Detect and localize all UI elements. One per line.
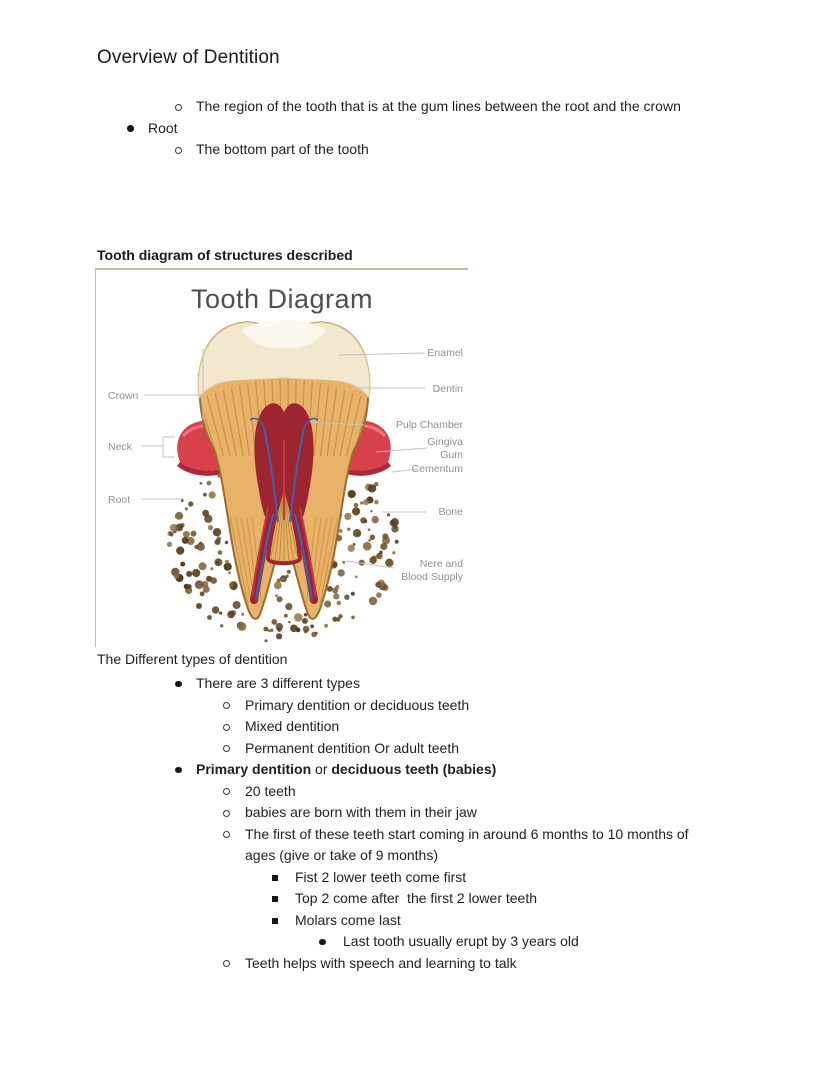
types-heading: The Different types of dentition	[97, 651, 288, 667]
list-item: Mixed dentition	[0, 716, 712, 738]
bullet-circle	[223, 745, 230, 753]
bullet-circle	[175, 146, 182, 154]
diagram-title: Tooth Diagram	[191, 284, 373, 314]
list-item-text: babies are born with them in their jaw	[245, 804, 477, 820]
list-item-text: Primary dentition or deciduous teeth	[245, 696, 470, 713]
list-item: The bottom part of the tooth	[0, 139, 712, 161]
diagram-label: Blood Supply	[401, 571, 464, 583]
bullet-square	[272, 917, 278, 924]
diagram-label: Bone	[438, 506, 463, 518]
list-item-text: Primary dentition or deciduous teeth (ba…	[196, 761, 497, 777]
list-item-text: Top 2 come after the first 2 lower teeth	[295, 890, 538, 906]
diagram-label: Root	[108, 494, 130, 506]
intro-list: The region of the tooth that is at the g…	[0, 96, 828, 161]
diagram-heading: Tooth diagram of structures described	[97, 247, 353, 263]
diagram-label: Pulp Chamber	[396, 419, 464, 431]
list-item-text: The first of these teeth start coming in…	[245, 825, 693, 864]
list-item: Root	[0, 118, 712, 140]
bone-texture	[166, 469, 399, 643]
bullet-disc	[319, 938, 326, 946]
diagram-label: Dentin	[433, 383, 464, 395]
list-item: Primary dentition or deciduous teeth	[0, 695, 712, 717]
label-connector-lines	[141, 349, 428, 569]
bullet-disc	[175, 680, 182, 688]
bullet-circle	[223, 809, 230, 817]
page-title: Overview of Dentition	[97, 47, 280, 68]
bullet-circle	[223, 831, 230, 839]
diagram-label: Gingiva	[427, 436, 463, 448]
list-item: The region of the tooth that is at the g…	[0, 96, 712, 118]
diagram-label: Crown	[108, 390, 139, 402]
bullet-disc	[127, 125, 134, 132]
list-item: Fist 2 lower teeth come first	[0, 867, 712, 889]
list-item-text: The bottom part of the tooth	[196, 141, 369, 157]
diagram-label: Cementum	[412, 463, 464, 475]
list-item: The first of these teeth start coming in…	[0, 824, 712, 867]
list-item-text: There are 3 different types	[196, 675, 360, 691]
bullet-circle	[223, 723, 230, 731]
enamel-cap	[197, 320, 371, 400]
diagram-label: Enamel	[427, 347, 463, 359]
list-item-text: Mixed dentition	[245, 718, 340, 734]
diagram-label: Nere and	[420, 558, 463, 570]
list-item: Last tooth usually erupt by 3 years old	[0, 931, 712, 953]
list-item: Molars come last	[0, 910, 712, 932]
bullet-circle	[223, 788, 230, 796]
bullet-disc	[175, 766, 182, 774]
diagram-label: Neck	[108, 441, 133, 453]
list-item-text: 20 teeth	[245, 782, 296, 799]
list-item: Primary dentition or deciduous teeth (ba…	[0, 759, 712, 781]
list-item-text: Permanent dentition Or adult teeth	[245, 739, 460, 756]
list-item-text: Last tooth usually erupt by 3 years old	[343, 933, 579, 949]
list-item-text: Teeth helps with speech and learning to …	[245, 954, 517, 971]
bullet-circle	[223, 960, 230, 968]
diagram-label: Gum	[440, 449, 463, 461]
bullet-square	[272, 896, 278, 902]
list-item: Top 2 come after the first 2 lower teeth	[0, 888, 712, 910]
bullet-square	[272, 874, 278, 881]
list-item-text: The region of the tooth that is at the g…	[196, 98, 681, 114]
list-item: 20 teeth	[0, 781, 712, 803]
list-item: babies are born with them in their jaw	[0, 802, 712, 824]
bullet-circle	[175, 103, 182, 111]
list-item-text: Root	[148, 119, 178, 136]
list-item: Permanent dentition Or adult teeth	[0, 738, 712, 760]
bullet-circle	[223, 702, 230, 710]
list-item: There are 3 different types	[0, 673, 712, 695]
list-item: Teeth helps with speech and learning to …	[0, 953, 712, 975]
list-item-text: Fist 2 lower teeth come first	[295, 868, 467, 885]
list-item-text: Molars come last	[295, 911, 401, 928]
nerve-and-vessels	[249, 417, 319, 601]
